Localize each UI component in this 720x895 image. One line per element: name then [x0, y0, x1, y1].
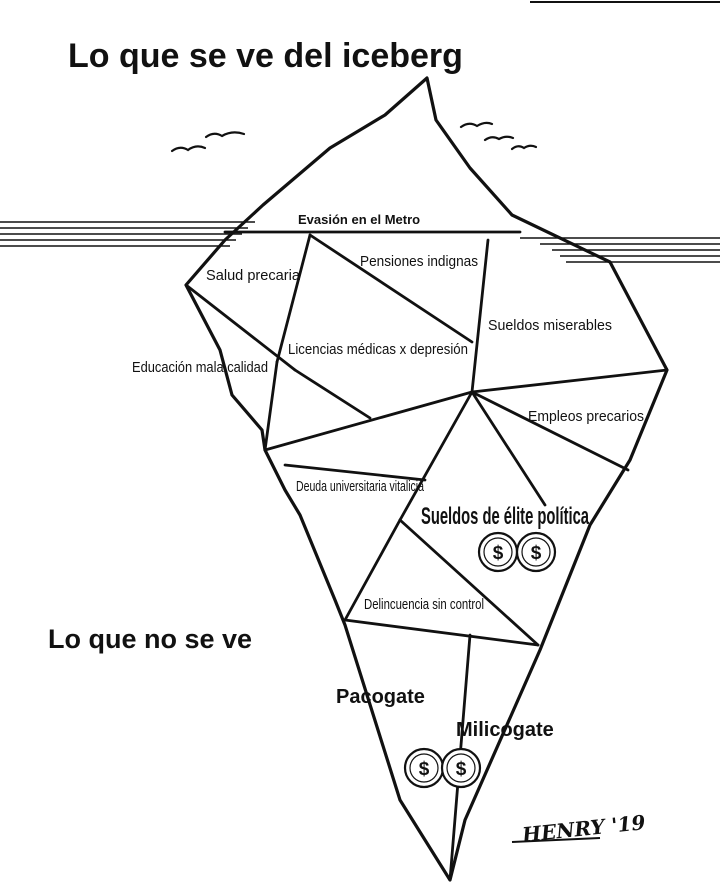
bird-1	[204, 131, 246, 139]
iceberg-outline	[184, 76, 669, 882]
label-pensiones: Pensiones indignas	[360, 253, 478, 270]
label-sueldos-miserables: Sueldos miserables	[488, 317, 612, 334]
label-elite: Sueldos de élite política	[421, 503, 589, 530]
coin-1-symbol: $	[493, 543, 504, 564]
bird-3	[459, 121, 494, 129]
bird-4	[483, 135, 515, 142]
bird-2	[170, 145, 207, 153]
label-deuda: Deuda universitaria vitalicia	[296, 478, 424, 495]
coins-gate: $ $	[403, 747, 482, 789]
label-salud: Salud precaria	[206, 267, 301, 284]
label-evasion: Evasión en el Metro	[298, 212, 420, 227]
label-pacogate: Pacogate	[336, 686, 425, 708]
coins-elite: $ $	[477, 531, 557, 573]
coin-2-symbol: $	[531, 543, 542, 564]
coin-3-symbol: $	[419, 759, 430, 780]
label-delincuencia: Delincuencia sin control	[364, 596, 484, 613]
title-text: Lo que se ve del iceberg	[68, 37, 463, 75]
water-lines-left	[0, 221, 255, 247]
birds	[170, 121, 538, 153]
label-milicogate: Milicogate	[456, 719, 554, 741]
water-lines-right	[520, 237, 720, 263]
iceberg-cracks	[184, 230, 669, 882]
subtitle-text: Lo que no se ve	[48, 624, 252, 654]
coin-4-symbol: $	[456, 759, 467, 780]
label-educacion: Educación mala calidad	[132, 359, 268, 376]
label-empleos: Empleos precarios	[528, 408, 644, 425]
label-licencias: Licencias médicas x depresión	[288, 341, 468, 358]
artist-signature: HENRY '19	[511, 810, 647, 847]
bird-5	[510, 144, 538, 151]
